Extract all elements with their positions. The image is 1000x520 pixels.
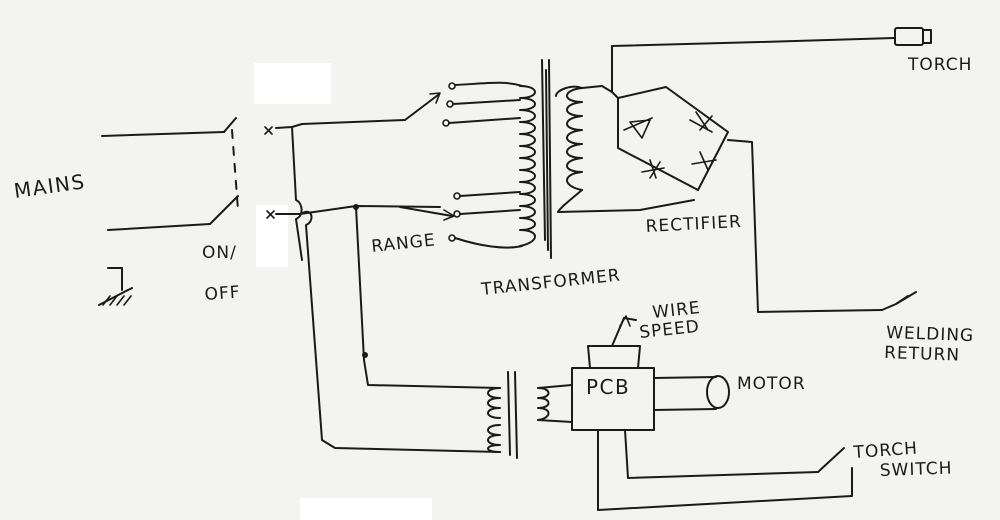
upper-tap-contacts (442, 81, 523, 127)
transformer-primary-coil (519, 85, 536, 247)
on-label: ON/ (202, 243, 237, 263)
transformer-secondary-coil (555, 85, 583, 191)
on-off-switch (209, 117, 301, 225)
transformer-label: TRANSFORMER (479, 265, 621, 300)
range-lower-lever (399, 206, 453, 217)
neutral-to-control-transformer-wire (355, 206, 501, 389)
torch-switch-wiring (597, 429, 853, 511)
mains-label: MAINS (12, 169, 87, 203)
return-label: RETURN (884, 343, 961, 366)
pcb-label: PCB (586, 375, 630, 399)
welding-return-clamp (881, 291, 917, 311)
range-label: RANGE (370, 230, 436, 257)
pcb-box (571, 367, 655, 431)
control-transformer (487, 371, 573, 459)
control-feed-wire (299, 210, 501, 453)
mains-live-wire (101, 131, 225, 137)
range-selector-lever (404, 94, 439, 121)
motor-label: MOTOR (737, 374, 806, 394)
mains-neutral-wire (107, 223, 211, 231)
lower-tap-contacts (448, 191, 523, 249)
neutral-bus-wire (291, 126, 303, 261)
paper-patch-bottom (300, 498, 432, 520)
off-label: OFF (204, 283, 241, 305)
torch-label: TORCH (907, 55, 972, 75)
motor-symbol (653, 375, 730, 411)
ground-symbol (98, 267, 133, 306)
live-to-range-wire (291, 119, 406, 128)
transformer-core (541, 59, 552, 259)
rectifier-bridge (611, 37, 896, 313)
torch-switch-switch-label: SWITCH (879, 458, 952, 481)
torch-switch-torch-label: TORCH (852, 439, 919, 464)
wire-speed-potentiometer (587, 315, 641, 369)
torch-connector-symbol (894, 27, 932, 46)
rectifier-label: RECTIFIER (645, 212, 742, 237)
paper-patch-top (254, 63, 331, 104)
welding-label: WELDING (886, 323, 975, 346)
speed-label: SPEED (638, 317, 700, 343)
